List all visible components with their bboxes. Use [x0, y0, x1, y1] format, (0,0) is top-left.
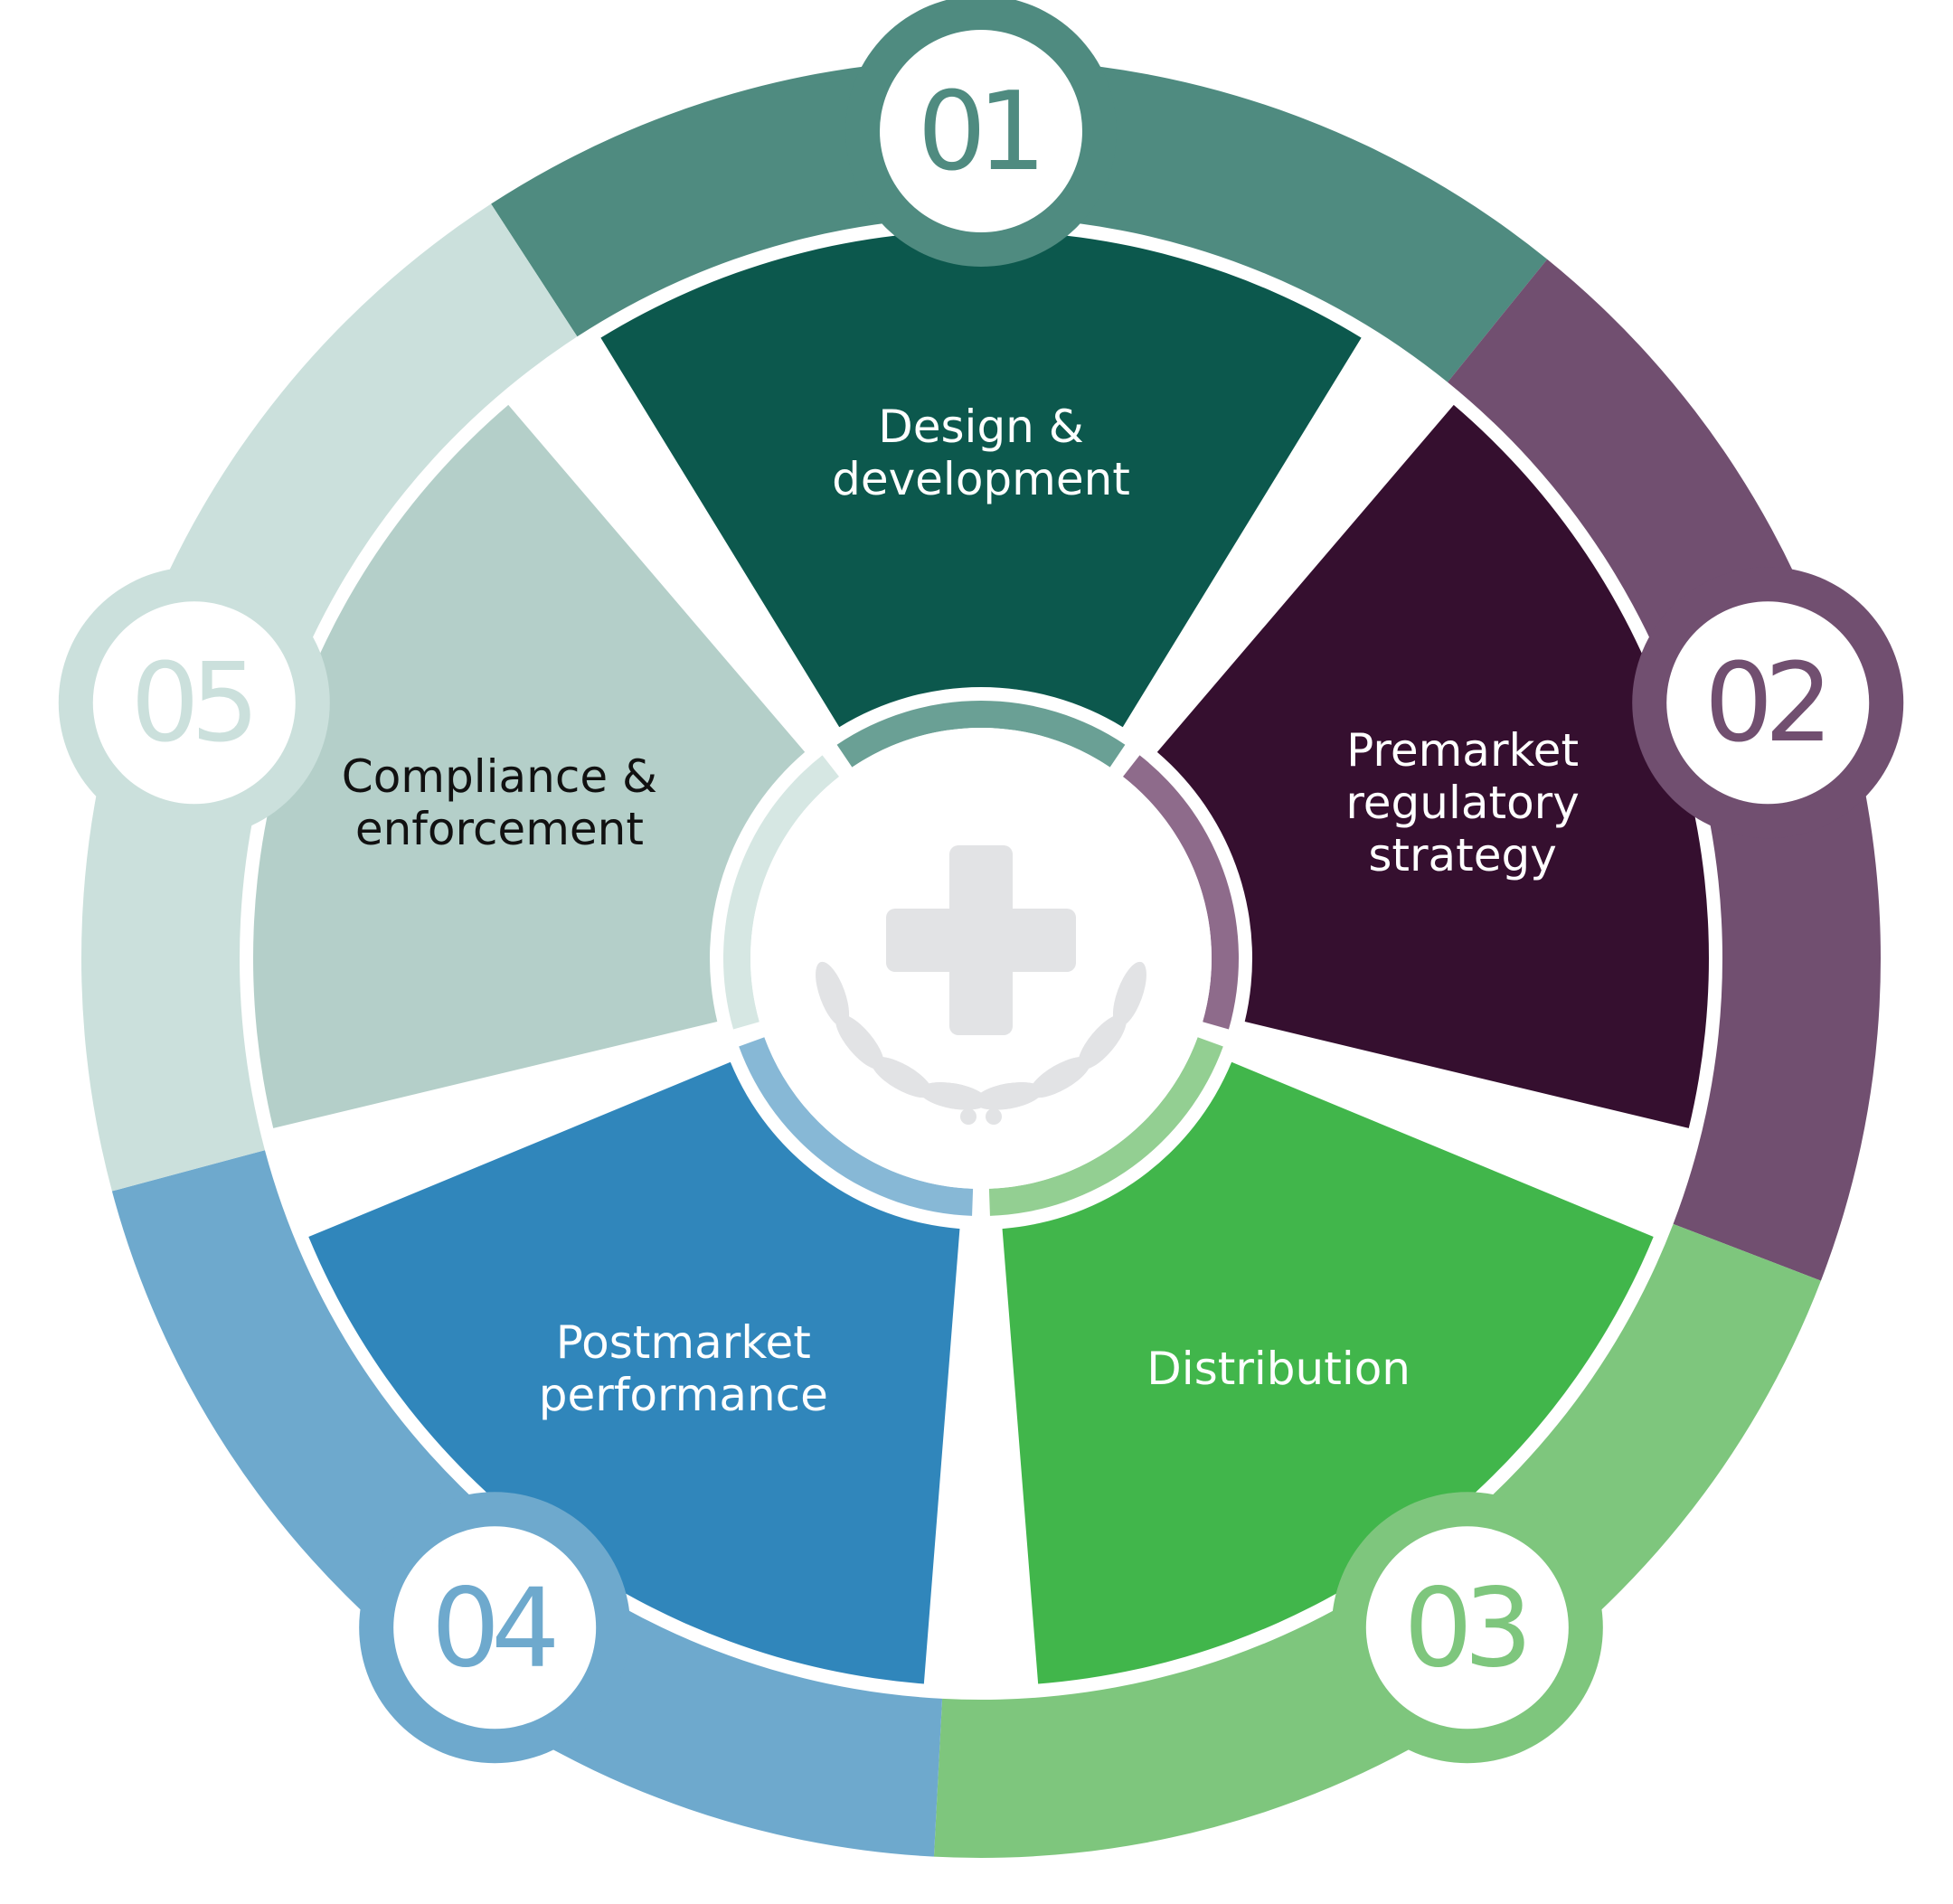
- stage-05-label-line: Compliance &: [342, 750, 657, 803]
- stage-03-label-line: Distribution: [1146, 1343, 1410, 1395]
- stage-05-badge[interactable]: [92, 601, 296, 805]
- stage-05-segment[interactable]: [252, 404, 806, 1128]
- stage-02-outer-band: [1448, 259, 1881, 1281]
- stage-04-hub-arc: [739, 1037, 974, 1216]
- laurel-leaf-icon: [816, 961, 850, 1027]
- stage-04-label-line: performance: [539, 1369, 828, 1421]
- laurel-leaf-icon: [835, 1014, 884, 1070]
- stage-01-hub-arc: [836, 701, 1126, 768]
- stage-03-label: Distribution: [1146, 1343, 1410, 1395]
- number-badge-layer: 01 02 03 04 05: [58, 0, 1904, 1764]
- stage-03-number: 03: [1403, 1566, 1524, 1692]
- stage-01-badge[interactable]: [880, 30, 1082, 232]
- laurel-leaf-icon: [974, 1082, 1043, 1110]
- stage-04-number: 04: [431, 1566, 554, 1692]
- stage-01-number: 01: [918, 70, 1038, 195]
- stage-02-hub-arc: [1122, 755, 1239, 1030]
- stage-05-outer-band: [81, 203, 578, 1192]
- stage-05-label: Compliance &enforcement: [342, 750, 657, 855]
- stage-05-label-line: enforcement: [355, 803, 644, 855]
- stage-04-label-line: Postmarket: [556, 1316, 811, 1369]
- stage-01-label: Design &development: [832, 401, 1130, 505]
- stage-03-badge[interactable]: [1365, 1526, 1569, 1730]
- medical-emblem: [816, 845, 1146, 1125]
- stage-01-outer-band: [491, 59, 1548, 382]
- center-hub: [723, 701, 1239, 1216]
- inner-segment-layer: [252, 231, 1709, 1684]
- stage-02-number: 02: [1704, 641, 1825, 767]
- laurel-leaf-icon: [1112, 961, 1146, 1027]
- emblem-dot: [986, 1108, 1002, 1125]
- stage-01-segment[interactable]: [600, 231, 1362, 728]
- stage-03-outer-band: [933, 1223, 1821, 1858]
- outer-ring-layer: [81, 59, 1881, 1858]
- laurel-leaf-icon: [920, 1082, 988, 1110]
- laurel-leaf-icon: [1029, 1057, 1091, 1098]
- stage-03-hub-arc: [988, 1037, 1223, 1216]
- stage-02-segment[interactable]: [1156, 404, 1709, 1128]
- stage-05-number: 05: [130, 641, 250, 767]
- stage-02-label-line: Premarket: [1346, 724, 1579, 777]
- stage-03-segment[interactable]: [1002, 1061, 1654, 1684]
- laurel-leaf-icon: [871, 1057, 933, 1098]
- cross-icon-horizontal: [886, 909, 1076, 972]
- stage-01-label-line: Design &: [878, 401, 1084, 453]
- stage-05-hub-arc: [723, 755, 840, 1030]
- stage-04-segment[interactable]: [308, 1061, 960, 1684]
- stage-02-label-line: strategy: [1368, 829, 1557, 881]
- stage-04-outer-band: [111, 1150, 943, 1857]
- emblem-dot: [960, 1108, 976, 1125]
- laurel-leaf-icon: [1078, 1014, 1127, 1070]
- stage-01-label-line: development: [832, 453, 1130, 505]
- stage-04-badge[interactable]: [393, 1526, 597, 1730]
- stage-02-label-line: regulatory: [1345, 777, 1580, 829]
- stage-02-badge[interactable]: [1666, 601, 1870, 805]
